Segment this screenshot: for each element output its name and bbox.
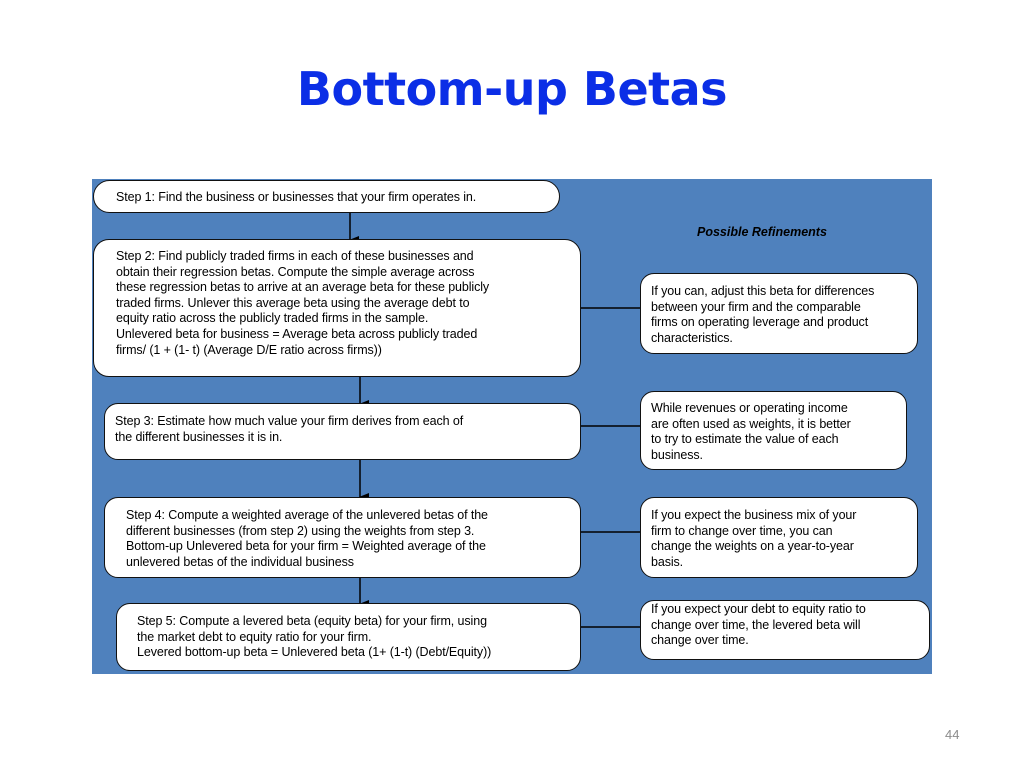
step-3-box: Step 3: Estimate how much value your fir…	[104, 403, 581, 460]
possible-refinements-heading: Possible Refinements	[697, 225, 827, 239]
refinement-2-box: While revenues or operating income are o…	[640, 391, 907, 470]
page-number: 44	[945, 727, 960, 742]
refinement-3-box: If you expect the business mix of your f…	[640, 497, 918, 578]
refinement-1-box: If you can, adjust this beta for differe…	[640, 273, 918, 354]
refinement-4-box: If you expect your debt to equity ratio …	[640, 600, 930, 660]
slide-title: Bottom-up Betas	[296, 62, 728, 116]
step-2-box: Step 2: Find publicly traded firms in ea…	[93, 239, 581, 377]
step-4-box: Step 4: Compute a weighted average of th…	[104, 497, 581, 578]
step-1-box: Step 1: Find the business or businesses …	[93, 180, 560, 213]
step-5-box: Step 5: Compute a levered beta (equity b…	[116, 603, 581, 671]
